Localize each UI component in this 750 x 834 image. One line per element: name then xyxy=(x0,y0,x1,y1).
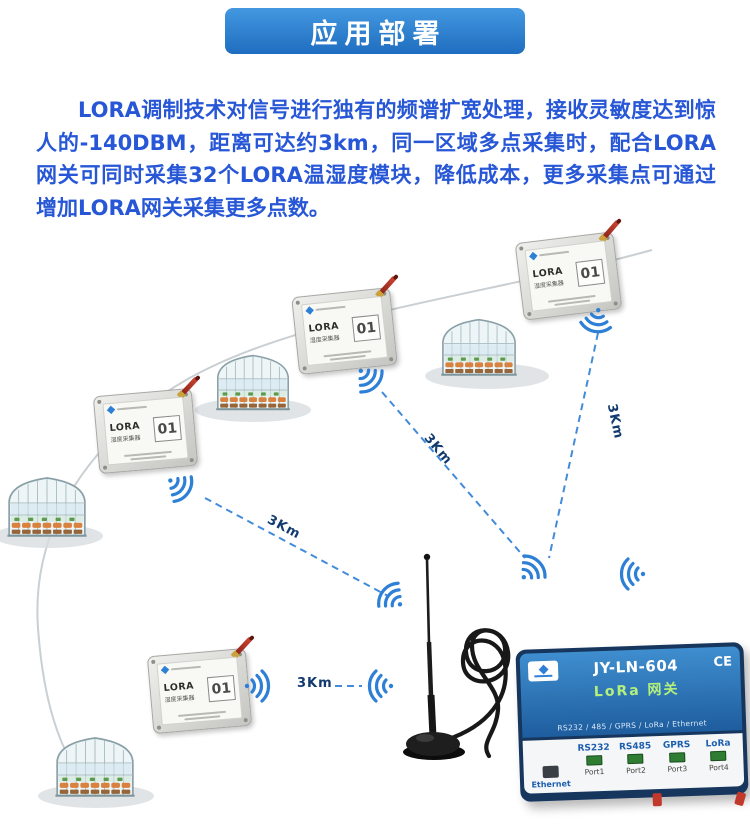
module-subtitle-label: 湿度采集器 xyxy=(164,694,195,705)
screw-icon xyxy=(243,717,248,723)
port-type-label: RS232 xyxy=(577,742,610,754)
lora-sensor-module-3: LORA 湿度采集器 01 xyxy=(92,376,199,475)
screw-icon xyxy=(302,366,307,371)
port-type-label: LoRa xyxy=(705,738,731,750)
module-number: 01 xyxy=(152,415,182,443)
greenhouse-icon xyxy=(6,476,88,537)
greenhouse-icon xyxy=(215,354,291,411)
wifi-signal-icon xyxy=(242,668,278,704)
port-name-label: Port1 xyxy=(584,767,605,777)
terminal-connector-icon xyxy=(668,752,686,763)
module-label-plate: LORA 湿度采集器 01 xyxy=(102,396,189,466)
gateway-front-panel: JY-LN-604 LoRa 网关 CE RS232 / 485 / GPRS … xyxy=(519,646,743,738)
diagram-graphics xyxy=(0,249,653,808)
screw-icon xyxy=(189,457,194,463)
module-subtitle-label: 湿度采集器 xyxy=(110,434,141,445)
wifi-signal-icon xyxy=(365,571,416,622)
lora-sensor-module-2: LORA 湿度采集器 01 xyxy=(291,275,398,375)
module-label-plate: LORA 湿度采集器 01 xyxy=(524,240,613,312)
wifi-signal-icon xyxy=(612,556,648,592)
module-number: 01 xyxy=(351,314,382,343)
ce-mark: CE xyxy=(713,654,733,671)
module-number: 01 xyxy=(575,259,606,288)
screw-icon xyxy=(519,246,524,251)
wifi-signal-icon xyxy=(575,302,617,344)
wifi-signal-icon xyxy=(508,543,559,594)
module-label-plate: LORA 湿度采集器 01 xyxy=(300,295,389,367)
gateway-features: RS232 / 485 / GPRS / LoRa / Ethernet xyxy=(557,718,707,733)
screw-icon xyxy=(156,725,162,730)
gateway-port-panel: Ethernet RS232 Port1 RS485 Port2 GPRS Po… xyxy=(522,733,745,794)
ethernet-port-icon xyxy=(542,765,559,779)
whip-antenna xyxy=(403,553,511,760)
sma-connector-icon xyxy=(652,793,662,807)
greenhouse-icon xyxy=(440,318,518,376)
port-name-label: Port4 xyxy=(708,762,729,773)
screw-icon xyxy=(97,399,102,405)
port-gprs: GPRS Port3 xyxy=(658,739,697,785)
module-number: 01 xyxy=(206,675,236,703)
terminal-connector-icon xyxy=(585,755,603,766)
greenhouse-icon xyxy=(54,736,136,797)
port-name-label: Port2 xyxy=(625,765,646,776)
port-type-label: RS485 xyxy=(618,741,652,753)
screw-icon xyxy=(613,301,618,306)
page-title-banner: 应用部署 xyxy=(225,8,525,54)
wireless-link-dashed-lines xyxy=(204,332,599,687)
port-lora: LoRa Port4 xyxy=(699,737,738,783)
screw-icon xyxy=(295,300,300,305)
intro-paragraph: LORA调制技术对信号进行独有的频谱扩宽处理，接收灵敏度达到惊人的-140DBM… xyxy=(36,98,716,220)
screw-icon xyxy=(102,465,108,470)
gateway-name: LoRa 网关 xyxy=(593,681,680,701)
terminal-connector-icon xyxy=(710,750,727,762)
page-title: 应用部署 xyxy=(310,18,447,50)
brand-logo-icon xyxy=(538,664,549,675)
lora-gateway-device: JY-LN-604 LoRa 网关 CE RS232 / 485 / GPRS … xyxy=(515,642,749,807)
port-rs485: RS485 Port2 xyxy=(616,740,655,786)
port-rs232: RS232 Port1 xyxy=(575,742,614,788)
deployment-diagram: LORA 湿度采集器 01 LORA 湿度采集器 xyxy=(0,219,750,834)
wifi-signal-icon xyxy=(360,668,396,704)
lora-sensor-module-4: LORA 湿度采集器 01 xyxy=(146,636,253,735)
terminal-connector-icon xyxy=(627,753,644,765)
wifi-signal-icon xyxy=(156,463,206,513)
module-label-plate: LORA 湿度采集器 01 xyxy=(156,656,243,726)
port-type-label: GPRS xyxy=(662,739,691,751)
ethernet-label: Ethernet xyxy=(531,779,571,790)
gateway-model: JY-LN-604 xyxy=(593,656,679,678)
gateway-brand-logo xyxy=(527,660,559,682)
wifi-signal-icon xyxy=(345,355,396,406)
screw-icon xyxy=(389,357,394,362)
module-subtitle-label: 湿度采集器 xyxy=(309,334,341,345)
screw-icon xyxy=(527,311,532,317)
screw-icon xyxy=(151,659,156,665)
port-name-label: Port3 xyxy=(667,764,688,774)
gateway-titles: JY-LN-604 LoRa 网关 xyxy=(566,655,707,702)
ethernet-port: Ethernet xyxy=(529,743,573,790)
distance-label: 3Km xyxy=(297,676,333,691)
